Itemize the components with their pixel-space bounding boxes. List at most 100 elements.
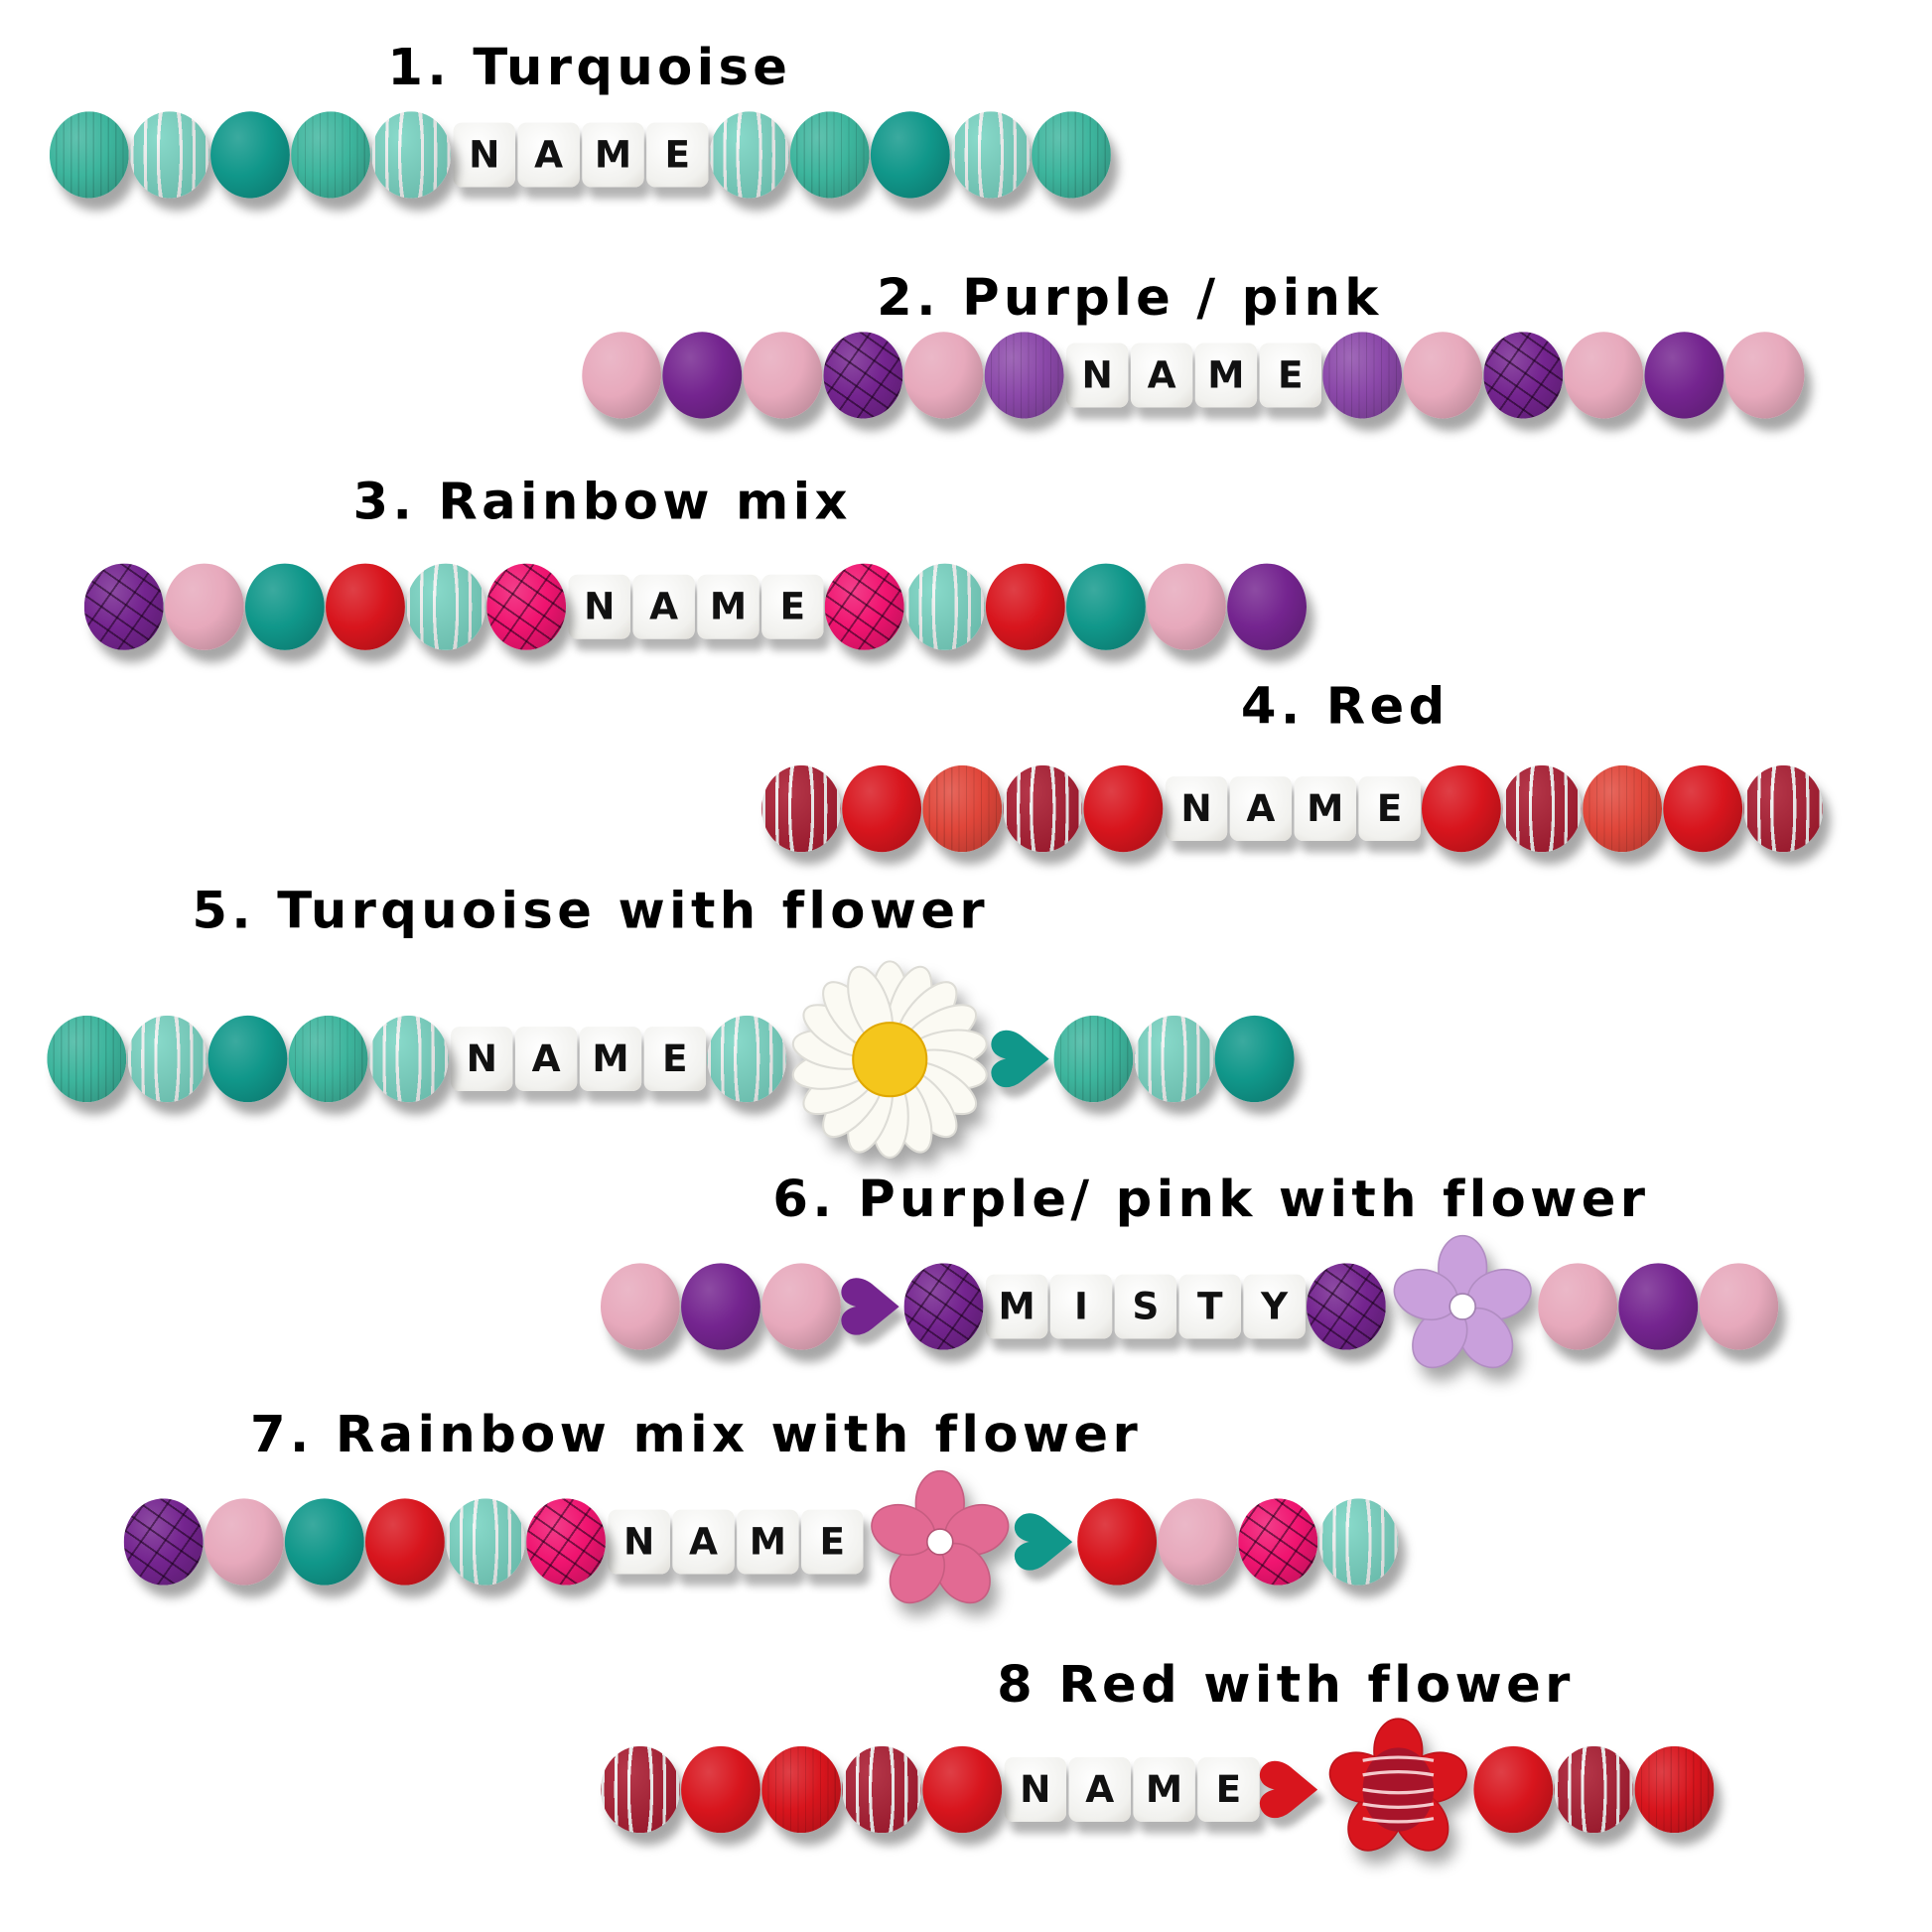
letter-bead: A	[1130, 343, 1193, 408]
letter-bead: A	[1229, 776, 1293, 841]
red-flower-bead-icon	[1317, 1709, 1478, 1869]
letter-bead: T	[1178, 1274, 1241, 1339]
crackle-bead	[486, 563, 567, 650]
letter-bead: A	[517, 122, 580, 188]
crackle-bead	[83, 563, 164, 650]
letter-bead: N	[1066, 343, 1129, 408]
bracelet-title-1: 1. Turquoise	[387, 37, 792, 97]
letter-bead: M	[737, 1509, 799, 1575]
letter-bead: M	[1133, 1757, 1195, 1822]
solid-bead	[1158, 1498, 1238, 1586]
letter-bead: A	[514, 1027, 578, 1091]
letter-bead: N	[568, 574, 630, 639]
crackle-bead	[526, 1498, 606, 1586]
solid-bead	[1725, 332, 1805, 419]
bracelet-title-6: 6. Purple/ pink with flower	[772, 1169, 1650, 1229]
ribbed-bead	[922, 764, 1003, 853]
solid-bead	[1403, 332, 1483, 419]
solid-bead	[842, 764, 922, 853]
ribbed-bead	[288, 1015, 368, 1103]
solid-bead	[985, 563, 1065, 650]
letter-bead: E	[1259, 343, 1321, 408]
bracelet-title-5: 5. Turquoise with flower	[192, 880, 989, 940]
letter-bead: M	[1294, 776, 1356, 841]
striped-bead	[406, 563, 485, 650]
solid-bead	[1644, 332, 1725, 419]
striped-bead	[1502, 764, 1582, 853]
crackle-bead	[824, 563, 904, 650]
striped-bead	[761, 764, 841, 853]
striped-bead	[371, 111, 452, 199]
crackle-bead	[1238, 1498, 1318, 1586]
solid-bead	[870, 111, 950, 199]
ribbed-bead	[47, 1015, 127, 1103]
striped-bead	[1554, 1745, 1634, 1834]
solid-bead	[903, 332, 984, 419]
solid-bead	[1473, 1745, 1554, 1834]
striped-bead	[600, 1745, 680, 1834]
striped-bead	[1134, 1015, 1214, 1103]
solid-bead	[1147, 563, 1226, 650]
letter-bead: N	[453, 122, 515, 188]
bracelet-title-3: 3. Rainbow mix	[352, 472, 852, 532]
ribbed-bead	[1634, 1745, 1715, 1834]
daisy-flower-bead-icon	[787, 957, 992, 1162]
striped-bead	[1743, 764, 1824, 853]
letter-bead: N	[451, 1027, 513, 1091]
flower-bead-icon	[860, 1461, 1021, 1622]
ribbed-bead	[1053, 1015, 1134, 1103]
solid-bead	[326, 563, 405, 650]
solid-bead	[1618, 1263, 1699, 1350]
solid-bead	[284, 1498, 364, 1586]
ribbed-bead	[984, 332, 1064, 419]
crackle-bead	[903, 1263, 984, 1350]
letter-bead: M	[697, 574, 759, 639]
solid-bead	[681, 1745, 760, 1834]
crackle-bead	[823, 332, 903, 419]
solid-bead	[244, 563, 325, 650]
flower-bead-icon	[1382, 1226, 1543, 1387]
letter-bead: E	[1358, 776, 1421, 841]
solid-bead	[582, 332, 662, 419]
ribbed-bead	[1322, 332, 1403, 419]
solid-bead	[662, 332, 743, 419]
letter-bead: M	[582, 122, 644, 188]
letter-bead: E	[643, 1027, 707, 1091]
striped-bead	[129, 111, 209, 199]
solid-bead	[1077, 1498, 1158, 1586]
solid-bead	[207, 1015, 288, 1103]
letter-bead: A	[632, 574, 695, 639]
letter-bead: Y	[1243, 1274, 1306, 1339]
letter-bead: I	[1049, 1274, 1113, 1339]
crackle-bead	[1483, 332, 1564, 419]
letter-bead: A	[672, 1509, 735, 1575]
letter-bead: E	[646, 122, 709, 188]
bracelet-title-8: 8 Red with flower	[997, 1654, 1575, 1715]
solid-bead	[1066, 563, 1146, 650]
solid-bead	[761, 1263, 841, 1350]
striped-bead	[904, 563, 985, 650]
ribbed-bead	[291, 111, 370, 199]
solid-bead	[743, 332, 823, 419]
solid-bead	[1227, 563, 1308, 650]
crackle-bead	[1307, 1263, 1386, 1350]
bracelet-title-7: 7. Rainbow mix with flower	[249, 1404, 1143, 1464]
striped-bead	[368, 1015, 449, 1103]
crackle-bead	[123, 1498, 204, 1586]
solid-bead	[1083, 764, 1164, 853]
solid-bead	[922, 1745, 1003, 1834]
letter-bead: E	[801, 1509, 864, 1575]
bracelet-title-2: 2. Purple / pink	[877, 267, 1383, 328]
solid-bead	[1214, 1015, 1295, 1103]
striped-bead	[951, 111, 1031, 199]
striped-bead	[1003, 764, 1083, 853]
letter-bead: E	[761, 574, 824, 639]
solid-bead	[1538, 1263, 1618, 1350]
letter-bead: N	[1004, 1757, 1067, 1822]
